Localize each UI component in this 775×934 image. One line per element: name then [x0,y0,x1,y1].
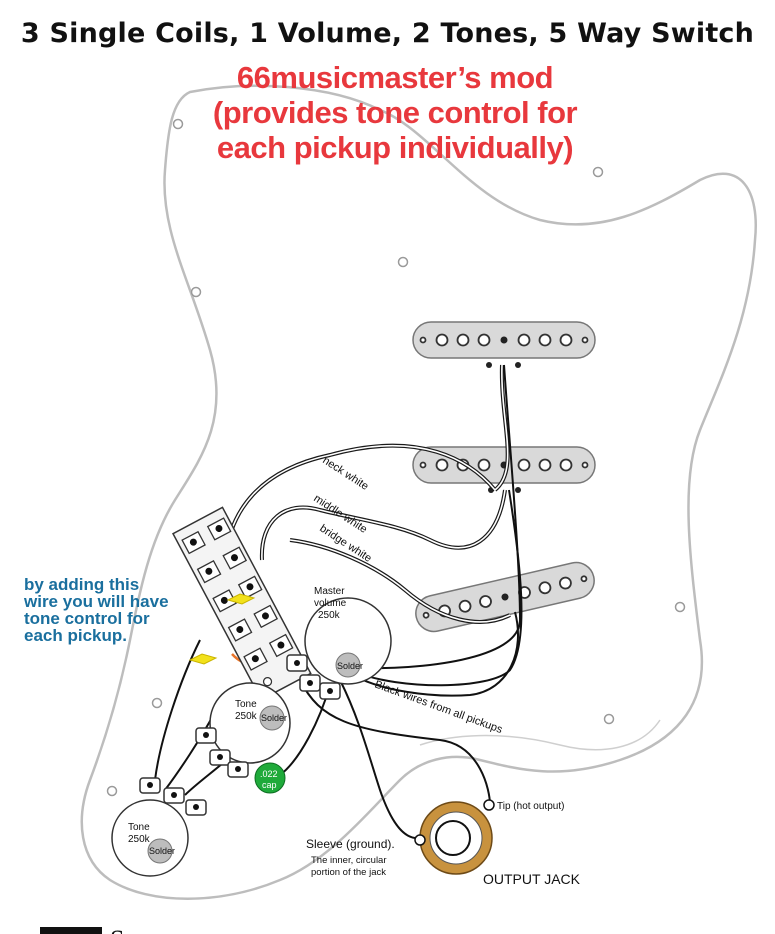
pole-piece [477,333,491,347]
screw-hole [172,118,184,130]
screw-holes [106,118,686,797]
output-jack-label: OUTPUT JACK [483,871,581,887]
screw-hole [592,166,604,178]
tone1-label-2: 250k [235,711,258,722]
pole-piece [517,333,531,347]
tone-pot-1 [195,682,291,778]
screw-hole [603,713,615,725]
pole-piece [456,333,470,347]
pole-piece [559,458,573,472]
middle-pickup [412,446,596,493]
neck-white-label: neck white [320,454,370,492]
output-jack [414,799,495,875]
jack-sleeve-label: Sleeve (ground). [306,837,395,851]
master-volume-pot [286,597,392,700]
pole-piece [538,581,552,595]
side-note: by adding this wire you will have tone c… [24,576,199,644]
pole-piece [435,458,449,472]
screw-hole [106,785,118,797]
side-note-line-3: tone control for [24,609,150,628]
mod-note-line-1: 66musicmaster’s mod [236,60,554,95]
pole-piece [419,461,427,469]
jack-sleeve-desc-2: portion of the jack [311,867,386,878]
pole-piece [580,575,588,583]
pickguard-outline [80,84,757,900]
tone1-label-1: Tone [235,699,257,710]
mod-highlights [188,593,256,665]
screw-hole [190,286,202,298]
jack-sleeve-desc-1: The inner, circular [311,855,387,866]
footer-bar [40,927,102,934]
footer-glyph: S [110,925,124,934]
pole-piece [581,336,589,344]
neck-pickup [412,321,596,368]
pole-piece [458,599,472,613]
screw-hole [674,601,686,613]
pole-piece [517,458,531,472]
pole-piece [422,611,430,619]
master-volume-solder: Solder [337,661,363,671]
tone-pot-2 [111,777,207,877]
pole-piece [479,595,492,608]
tone2-solder: Solder [149,846,175,856]
bridge-pickup [415,561,595,633]
jack-tip-label: Tip (hot output) [497,801,564,812]
black-wires-label: Black wires from all pickups [373,679,505,737]
tone1-solder: Solder [261,713,287,723]
pole-piece [559,333,573,347]
pole-piece [538,333,552,347]
tone2-label-2: 250k [128,834,151,845]
mod-note-line-2: (provides tone control for [212,95,578,130]
capacitor [254,762,286,794]
screw-hole [151,697,163,709]
pole-piece [559,576,572,590]
mod-note-line-3: each pickup individually) [216,130,574,165]
tone2-label-1: Tone [128,822,150,833]
side-note-line-4: each pickup. [24,626,127,645]
pole-piece [435,333,449,347]
pole-piece [581,461,589,469]
capacitor-label-1: .022 [260,769,278,779]
master-volume-label-3: 250k [318,610,341,621]
master-volume-label-2: volume [314,598,347,609]
pole-piece [477,458,491,472]
capacitor-label-2: cap [262,780,277,790]
master-volume-label-1: Master [314,586,345,597]
pole-piece [419,336,427,344]
side-note-line-2: wire you will have [24,592,169,611]
pole-piece [538,458,552,472]
white-wires [222,364,511,624]
side-note-line-1: by adding this [24,575,140,594]
pickguard-inner-edge [419,719,661,751]
page-title: 3 Single Coils, 1 Volume, 2 Tones, 5 Way… [20,18,755,49]
screw-hole [397,256,409,268]
black-wires [154,364,523,840]
